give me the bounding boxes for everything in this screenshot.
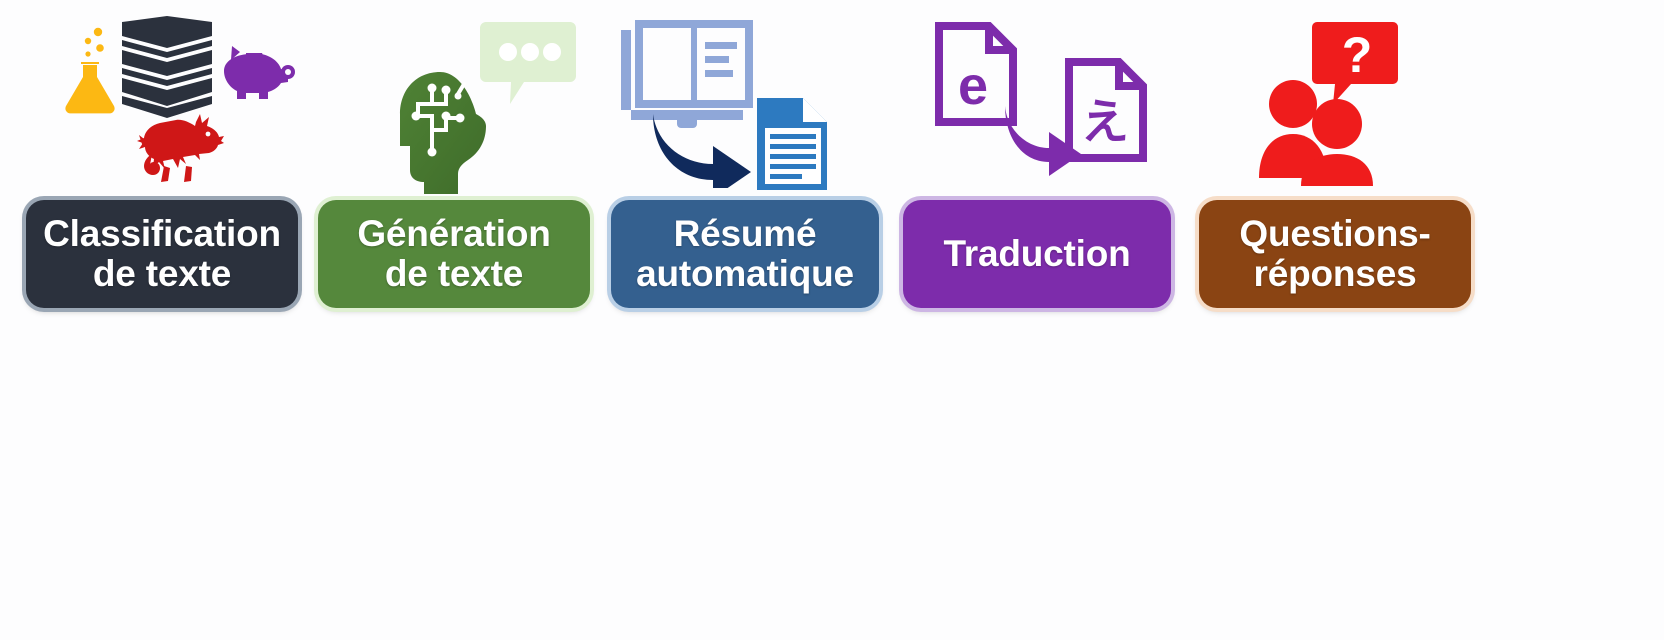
dragon-icon <box>137 114 224 182</box>
head-circuit-brain-icon <box>400 72 486 194</box>
panel-qa-icons: ? <box>1199 0 1471 198</box>
panel-summary-icons <box>611 0 879 198</box>
books-stack-icon <box>122 16 212 118</box>
label-generation-text: Génération de texte <box>357 213 551 294</box>
document-letter-e-glyph: e <box>958 56 988 116</box>
panel-qa[interactable]: ? Questions- réponses <box>1199 0 1471 320</box>
document-kana-e-glyph: え <box>1081 94 1129 150</box>
panel-generation[interactable]: Génération de texte <box>318 0 590 320</box>
label-qa-text: Questions- réponses <box>1239 213 1431 294</box>
open-book-screen-icon <box>621 20 753 128</box>
speech-bubble-ellipsis-icon <box>480 22 576 104</box>
label-generation[interactable]: Génération de texte <box>318 200 590 308</box>
piggy-bank-icon <box>224 46 295 99</box>
question-mark-glyph: ? <box>1342 27 1373 83</box>
panel-classification[interactable]: Classification de texte <box>26 0 298 320</box>
arrow-curved-icon <box>653 114 751 188</box>
panel-generation-icons <box>318 0 590 198</box>
panel-classification-icons <box>26 0 298 198</box>
label-translation[interactable]: Traduction <box>903 200 1171 308</box>
label-classification[interactable]: Classification de texte <box>26 200 298 308</box>
two-people-icon <box>1259 80 1373 186</box>
arrow-curved-icon <box>1005 106 1081 176</box>
label-summary-text: Résumé automatique <box>636 213 854 294</box>
label-summary[interactable]: Résumé automatique <box>611 200 879 308</box>
document-kana-e-icon: え <box>1065 58 1147 162</box>
panel-summary[interactable]: Résumé automatique <box>611 0 879 320</box>
label-qa[interactable]: Questions- réponses <box>1199 200 1471 308</box>
label-translation-text: Traduction <box>943 233 1131 275</box>
flask-icon <box>65 27 115 114</box>
document-lines-icon <box>757 98 827 190</box>
panel-translation-icons: e え <box>903 0 1171 198</box>
panel-translation[interactable]: e え Traduction <box>903 0 1171 320</box>
label-classification-text: Classification de texte <box>43 213 281 294</box>
question-speech-bubble-icon: ? <box>1312 22 1398 104</box>
document-letter-e-icon: e <box>935 22 1017 126</box>
